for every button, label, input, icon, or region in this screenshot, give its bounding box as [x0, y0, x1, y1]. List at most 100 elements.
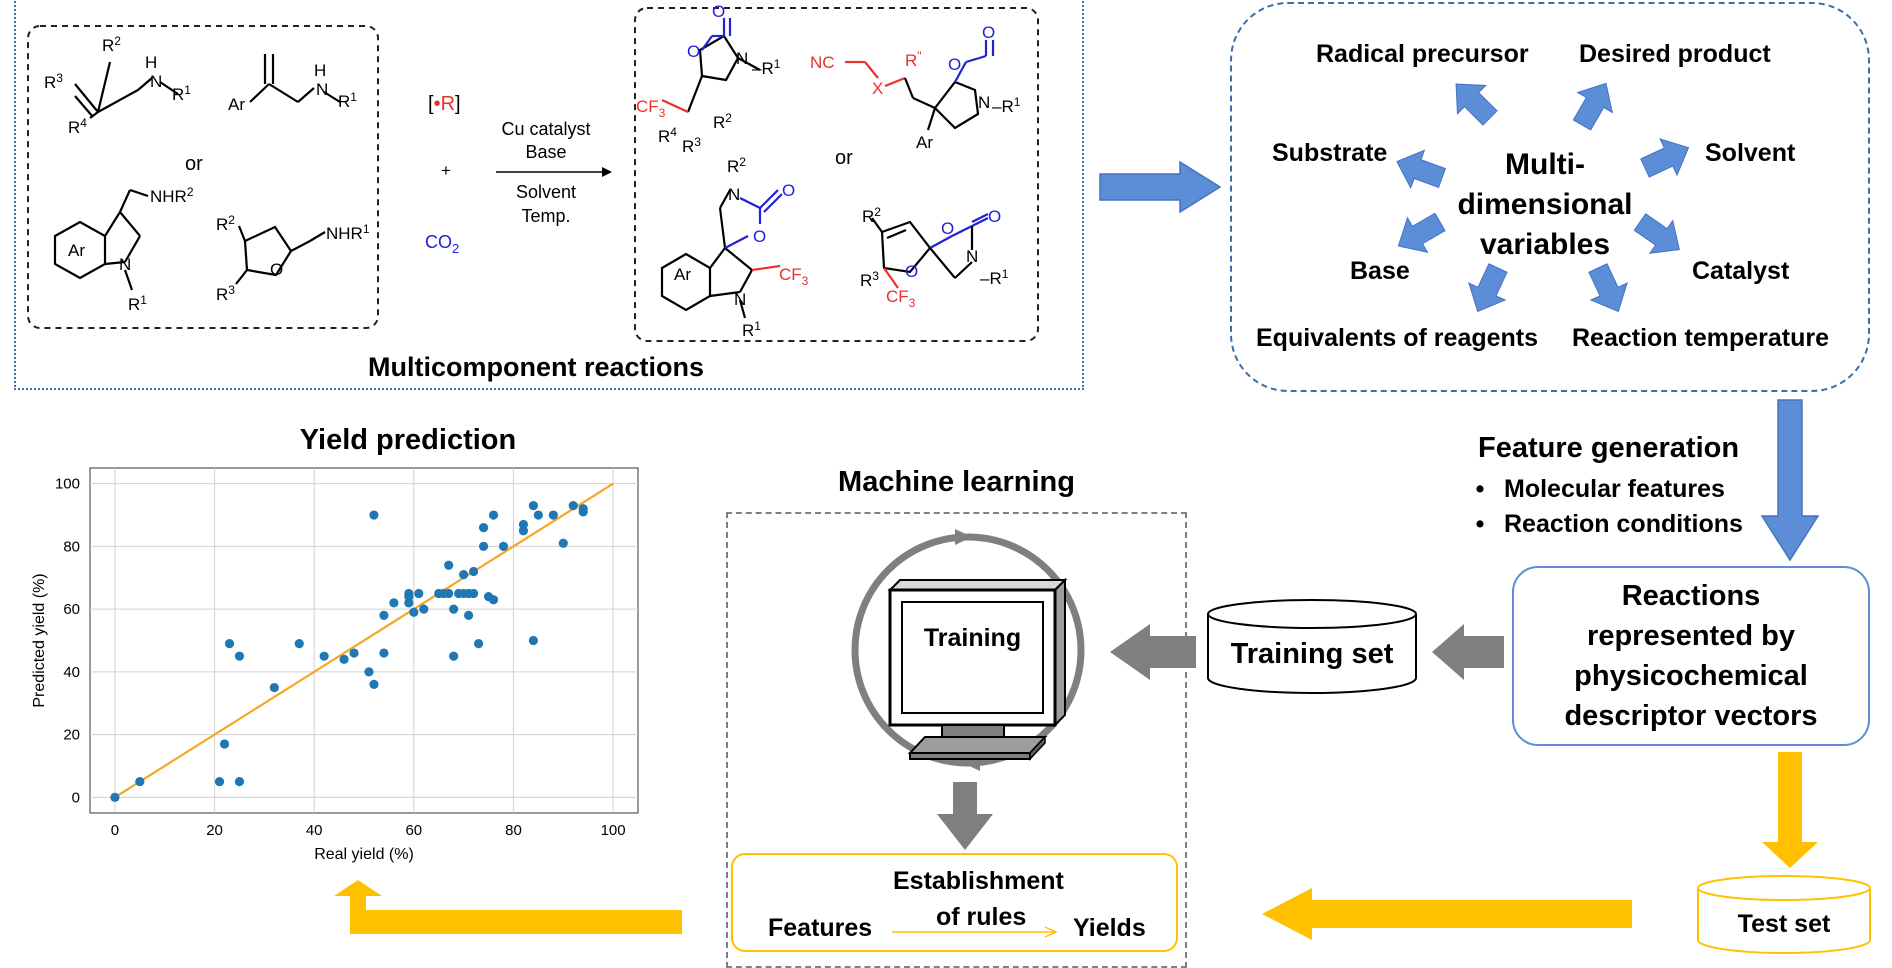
data-point: [449, 604, 459, 614]
data-points: [110, 501, 588, 802]
y-tick-label: 20: [63, 727, 80, 744]
variable-base: Base: [1350, 257, 1410, 285]
svg-text:O: O: [905, 262, 918, 281]
svg-text:O: O: [712, 2, 725, 21]
reactant-furan: [235, 225, 326, 285]
training-cycle: [851, 529, 1085, 771]
variable-catalyst: Catalyst: [1692, 257, 1790, 285]
data-point: [528, 635, 538, 646]
data-point: [558, 538, 568, 548]
feature-generation: Feature generation •Molecular features •…: [1456, 432, 1756, 539]
variable-desired-product: Desired product: [1579, 40, 1771, 68]
data-point: [379, 648, 389, 658]
product-spiro-indoline: [660, 189, 783, 319]
x-tick-label: 0: [111, 822, 119, 839]
radical-label: [•R]: [428, 93, 461, 115]
svg-text:O: O: [782, 181, 795, 200]
data-point: [444, 560, 454, 570]
features-to-yields-arrow: [892, 926, 1058, 938]
arrow-to-establishment: [1262, 888, 1632, 940]
svg-text:–R1: –R1: [992, 95, 1021, 116]
data-point: [294, 639, 304, 649]
product-nitrile-chain: [845, 40, 995, 131]
x-tick-label: 20: [206, 822, 223, 839]
data-point: [459, 570, 469, 580]
reactant-allylamine: [74, 61, 179, 119]
svg-text:Ar: Ar: [228, 95, 245, 114]
variable-temperature: Reaction temperature: [1572, 324, 1830, 352]
data-point: [319, 651, 329, 661]
svg-text:R3: R3: [216, 283, 235, 304]
variable-radical-precursor: Radical precursor: [1316, 40, 1529, 68]
reactant-aryl-allylamine: [249, 54, 341, 103]
training-label: Training: [923, 624, 1022, 652]
svg-text:R2: R2: [102, 34, 121, 55]
data-point: [449, 651, 459, 661]
data-point: [464, 610, 474, 621]
svg-text:O: O: [948, 55, 961, 74]
svg-text:Ar: Ar: [674, 265, 691, 284]
svg-text:O: O: [687, 42, 700, 61]
y-tick-label: 80: [63, 538, 80, 555]
svg-text:O: O: [982, 23, 995, 42]
svg-text:NHR2: NHR2: [150, 185, 194, 206]
computer-icon: [887, 577, 1068, 761]
svg-text:N: N: [119, 255, 131, 274]
svg-text:R3: R3: [682, 135, 701, 156]
y-tick-label: 100: [55, 476, 80, 493]
data-point: [533, 510, 543, 520]
test-set-cylinder: [1697, 875, 1871, 954]
or-label-2: or: [835, 147, 853, 169]
feature-bullet-2: •Reaction conditions: [1475, 510, 1743, 538]
cycle-arrow-top: [955, 529, 972, 545]
arrow-to-test-set: [1762, 752, 1818, 868]
data-point: [469, 588, 479, 599]
data-point: [578, 504, 588, 514]
x-tick-label: 80: [505, 822, 522, 839]
arrow-to-rules: [937, 782, 993, 850]
data-point: [444, 588, 454, 599]
reactant-indole: [53, 188, 149, 291]
data-point: [224, 639, 235, 649]
yields-label: Yields: [1073, 914, 1146, 942]
svg-text:R4: R4: [658, 125, 677, 146]
data-point: [234, 651, 245, 661]
variables-panel: [1230, 2, 1870, 392]
svg-text:N: N: [736, 49, 748, 68]
base-label: Base: [525, 142, 566, 162]
svg-text:O: O: [753, 227, 766, 246]
svg-text:O: O: [941, 219, 954, 238]
data-point: [369, 510, 379, 520]
co2-label: CO2: [425, 232, 459, 256]
data-point: [488, 595, 499, 605]
svg-text:R2: R2: [713, 111, 732, 132]
data-point: [364, 667, 374, 677]
data-point: [379, 610, 389, 621]
svg-text:–R1: –R1: [752, 57, 781, 78]
y-tick-label: 60: [63, 601, 80, 618]
svg-text:R": R": [905, 49, 922, 70]
x-axis-label: Real yield (%): [314, 846, 414, 863]
variable-substrate: Substrate: [1272, 139, 1388, 167]
svg-text:H: H: [145, 53, 157, 72]
svg-text:R3: R3: [860, 269, 879, 290]
svg-text:R2: R2: [727, 155, 746, 176]
training-set-label: Training set: [1230, 638, 1394, 670]
data-point: [369, 679, 379, 690]
reactants-box: [27, 25, 379, 329]
data-point: [419, 604, 429, 614]
svg-text:H: H: [314, 61, 326, 80]
svg-text:N: N: [966, 247, 978, 266]
arrow-to-training: [1110, 624, 1196, 680]
svg-text:R1: R1: [128, 293, 147, 314]
data-point: [409, 607, 419, 617]
establishment-line2: of rules: [936, 903, 1027, 931]
svg-text:CF3: CF3: [636, 97, 666, 120]
svg-text:–R1: –R1: [980, 267, 1009, 288]
solvent-label: Solvent: [516, 182, 576, 202]
svg-text:R1: R1: [172, 83, 191, 104]
data-point: [478, 522, 489, 533]
x-tick-label: 100: [601, 822, 626, 839]
variables-center-label: Multi- dimensional variables: [1457, 148, 1633, 261]
